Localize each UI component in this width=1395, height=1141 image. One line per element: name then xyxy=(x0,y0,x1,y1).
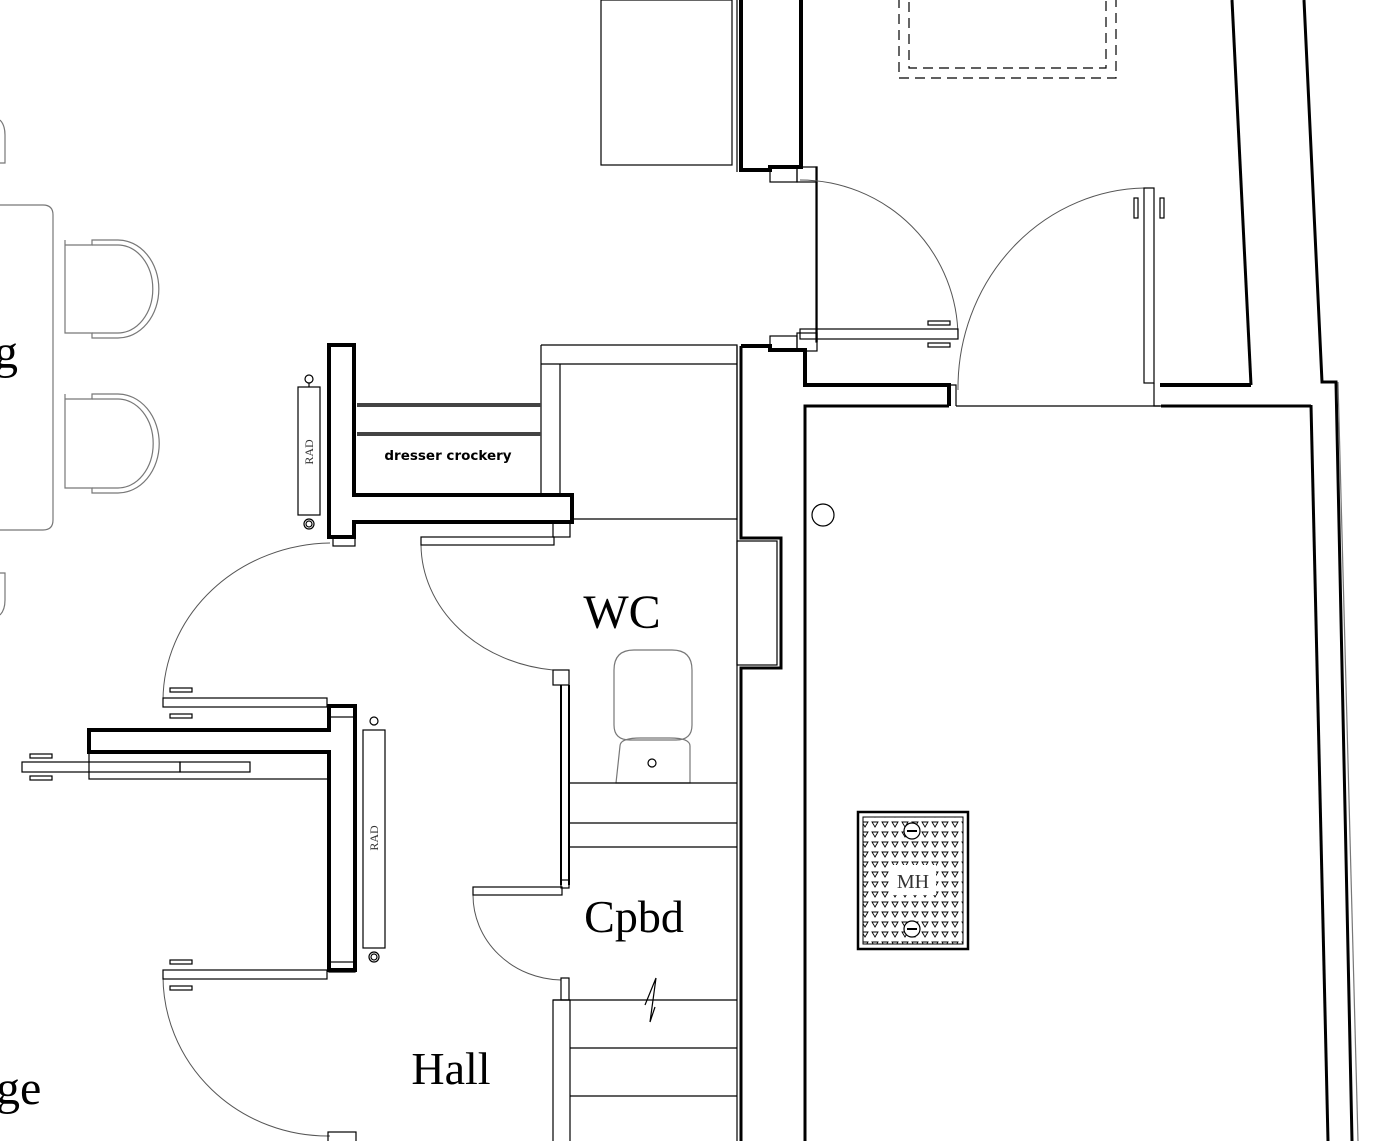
radiator-label: RAD xyxy=(302,439,316,465)
room-label-dining: g xyxy=(0,326,18,379)
door-swing-icon xyxy=(472,879,570,981)
dresser-unit xyxy=(357,344,738,520)
wall-segment xyxy=(803,404,949,1141)
dining-table xyxy=(0,204,54,531)
room-label-lounge: ge xyxy=(0,1062,41,1115)
door-swing-icon xyxy=(162,542,331,719)
room-label-hall: Hall xyxy=(411,1043,490,1094)
door-swing-icon xyxy=(957,187,1165,391)
room-label-cupboard: Cpbd xyxy=(584,891,684,942)
chair-icon xyxy=(64,239,160,339)
chair-partial-bottom xyxy=(0,572,6,616)
chair-partial-top xyxy=(0,119,6,164)
radiator-icon xyxy=(362,716,386,963)
sliding-door xyxy=(21,753,251,781)
manhole-cover-icon xyxy=(856,810,970,951)
radiator-icon xyxy=(297,374,321,530)
external-wall xyxy=(1230,0,1359,1141)
wall-segment xyxy=(739,0,803,172)
toilet-icon xyxy=(613,649,693,784)
stair-break-icon xyxy=(644,977,657,1023)
chair-icon xyxy=(64,393,160,494)
door-swing-icon xyxy=(162,959,331,1137)
manhole-label: MH xyxy=(897,871,929,893)
radiator-label: RAD xyxy=(367,825,381,851)
dresser-label: dresser crockery xyxy=(384,448,511,464)
staircase xyxy=(552,999,737,1141)
door-swing-icon xyxy=(799,179,959,348)
cabinet xyxy=(600,0,733,166)
wall-segment xyxy=(87,704,357,972)
door-swing-icon xyxy=(420,521,571,671)
wall-segment xyxy=(327,343,574,539)
downpipe-icon xyxy=(811,503,835,527)
skylight-outline xyxy=(898,0,1117,79)
room-label-wc: WC xyxy=(583,586,660,639)
